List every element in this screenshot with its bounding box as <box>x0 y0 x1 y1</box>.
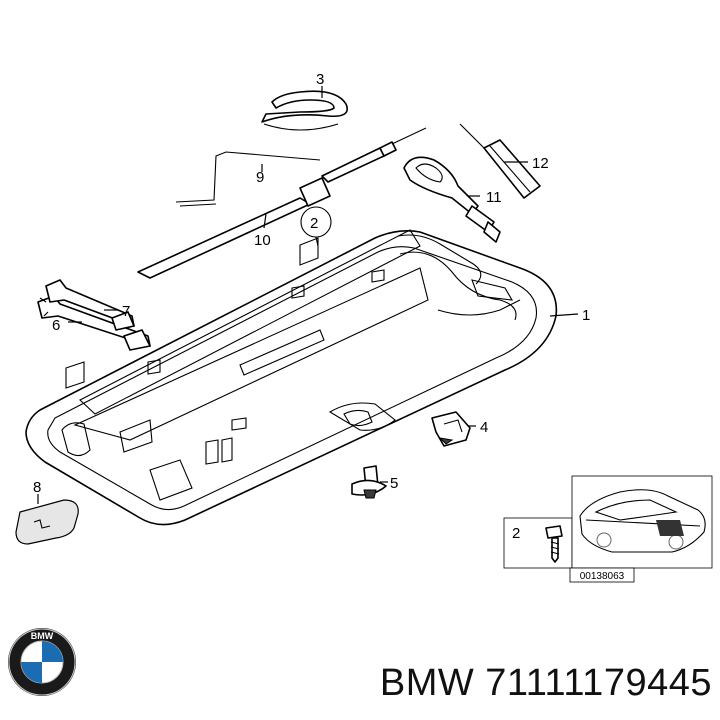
inset-screw-box <box>503 517 573 569</box>
callout-6: 6 <box>52 317 60 334</box>
screwdriver-part-12 <box>459 123 541 199</box>
rod-part-10 <box>137 127 427 279</box>
drawing-number: 00138063 <box>580 571 625 582</box>
wrench-part-6 <box>37 295 151 351</box>
expanding-nut-part-5 <box>351 465 387 499</box>
callout-7: 7 <box>122 303 130 320</box>
callout-3: 3 <box>316 71 324 88</box>
callout-12: 12 <box>532 155 549 172</box>
callout-9: 9 <box>256 169 264 186</box>
callout-1: 1 <box>582 307 590 324</box>
wrench-part-7 <box>45 279 135 331</box>
logo-wordmark: BMW <box>31 631 54 641</box>
bmw-logo: BMW <box>8 628 76 696</box>
drawing-number-frame <box>569 567 635 583</box>
cover-cap-part-8 <box>15 499 79 545</box>
inset-car-box <box>571 475 713 569</box>
inset-callout-2: 2 <box>512 525 520 542</box>
tool-tray <box>25 229 558 526</box>
callout-4: 4 <box>480 419 488 436</box>
callout-2: 2 <box>310 215 318 232</box>
part-number-caption: BMW 71111179445 <box>379 662 712 704</box>
callout-8: 8 <box>33 479 41 496</box>
clip-part-3 <box>261 90 348 131</box>
tow-hook-part-11 <box>403 156 501 243</box>
callout-5: 5 <box>390 475 398 492</box>
callout-11: 11 <box>486 189 502 206</box>
crank-handle-part-9 <box>175 151 321 207</box>
callout-10: 10 <box>254 232 271 249</box>
clip-part-4 <box>431 411 471 447</box>
